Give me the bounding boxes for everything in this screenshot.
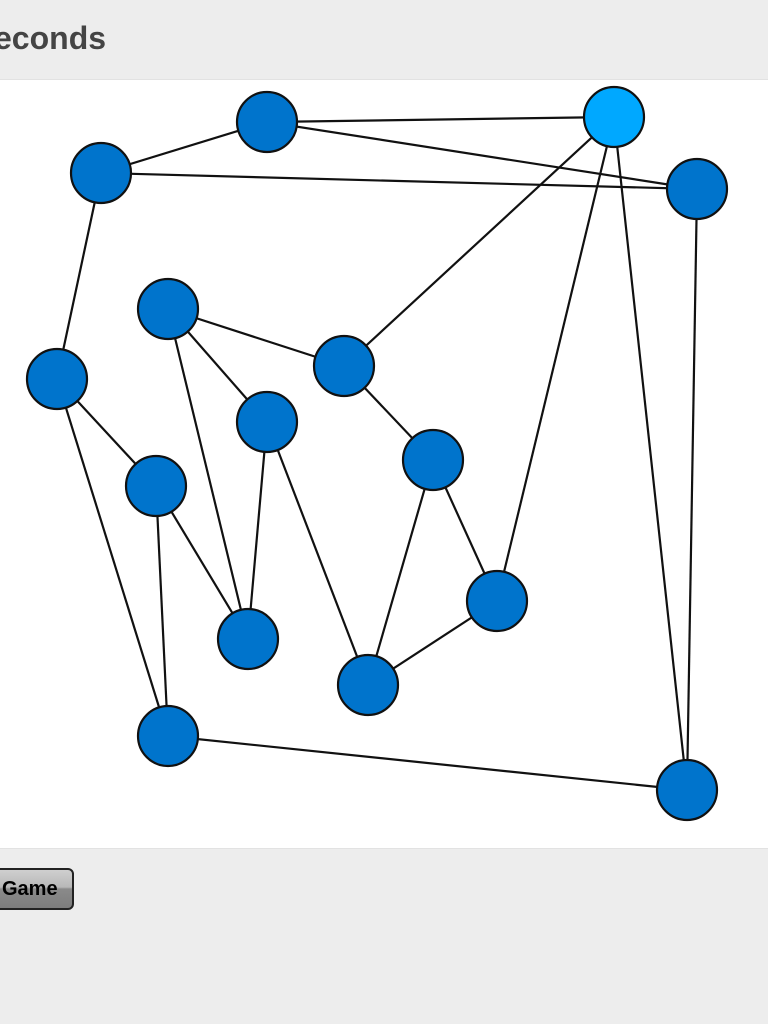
graph-node[interactable]: [216, 607, 280, 671]
graph-node[interactable]: [69, 141, 133, 205]
graph-node[interactable]: [235, 390, 299, 454]
graph-edge: [246, 421, 269, 640]
graph-edge: [343, 116, 615, 367]
graph-edge: [612, 116, 689, 791]
graph-edge: [266, 120, 698, 191]
graph-node[interactable]: [312, 334, 376, 398]
graph-node[interactable]: [124, 454, 188, 518]
header: econds: [0, 0, 768, 79]
graph-edge: [265, 421, 370, 686]
graph-edge: [55, 378, 170, 737]
game-board[interactable]: [0, 79, 768, 849]
graph-edge: [55, 172, 103, 380]
nodes-layer[interactable]: [25, 85, 729, 822]
graph-edge: [685, 188, 699, 791]
graph-node[interactable]: [136, 704, 200, 768]
new-game-button[interactable]: Game: [0, 868, 74, 910]
graph-node[interactable]: [465, 569, 529, 633]
graph-edge: [154, 485, 170, 737]
graph-node[interactable]: [235, 90, 299, 154]
graph-node-selected[interactable]: [582, 85, 646, 149]
graph-node[interactable]: [136, 277, 200, 341]
timer-title: econds: [0, 20, 107, 56]
graph-edge: [167, 734, 688, 792]
graph-canvas[interactable]: [0, 80, 768, 848]
graph-node[interactable]: [655, 758, 719, 822]
graph-edge: [166, 308, 250, 640]
graph-node[interactable]: [25, 347, 89, 411]
graph-node[interactable]: [665, 157, 729, 221]
graph-node[interactable]: [401, 428, 465, 492]
graph-node[interactable]: [336, 653, 400, 717]
graph-edge: [366, 459, 435, 686]
graph-edge: [266, 115, 615, 124]
graph-edge: [495, 116, 616, 602]
